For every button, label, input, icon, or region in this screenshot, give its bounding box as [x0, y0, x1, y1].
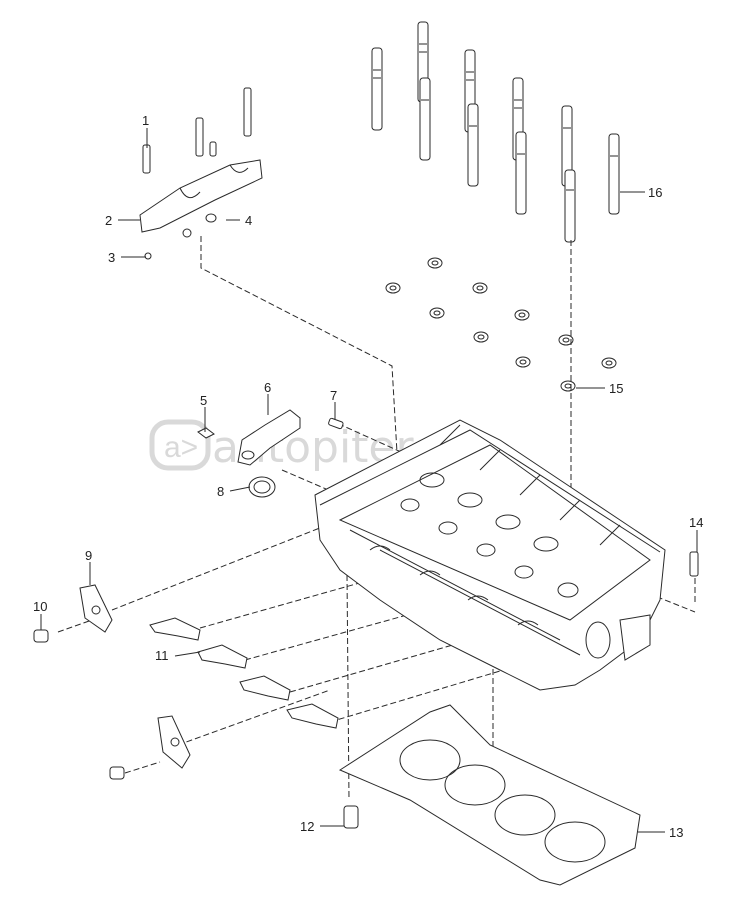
callout-14: 14: [689, 515, 703, 530]
blanking-plates: [33, 584, 191, 780]
callout-4: 4: [245, 213, 252, 228]
callout-3: 3: [108, 250, 115, 265]
bolt-washers: [385, 257, 617, 392]
autopiter-logo-icon: [149, 419, 211, 471]
front-cover-parts: [197, 409, 344, 498]
svg-text:a>: a>: [164, 431, 198, 464]
small-parts: [343, 551, 699, 829]
rocker-arms: [149, 617, 339, 729]
callout-6: 6: [264, 380, 271, 395]
callout-15: 15: [609, 381, 623, 396]
callout-7: 7: [330, 388, 337, 403]
callout-10: 10: [33, 599, 47, 614]
head-gasket: [338, 704, 641, 886]
callout-9: 9: [85, 548, 92, 563]
callout-16: 16: [648, 185, 662, 200]
callout-1: 1: [142, 113, 149, 128]
cylinder-head: [314, 419, 666, 691]
callout-8: 8: [217, 484, 224, 499]
callout-13: 13: [669, 825, 683, 840]
callout-labels: 1 2 3 4 5 6 7 8 9 10 11 12 13 14 15 16: [33, 113, 703, 840]
callout-11: 11: [155, 648, 169, 663]
callout-5: 5: [200, 393, 207, 408]
camshaft-bearing-cap: [139, 87, 263, 260]
callout-2: 2: [105, 213, 112, 228]
callout-12: 12: [300, 819, 314, 834]
callout-leaders: [40, 128, 698, 833]
head-bolts: [371, 21, 620, 243]
